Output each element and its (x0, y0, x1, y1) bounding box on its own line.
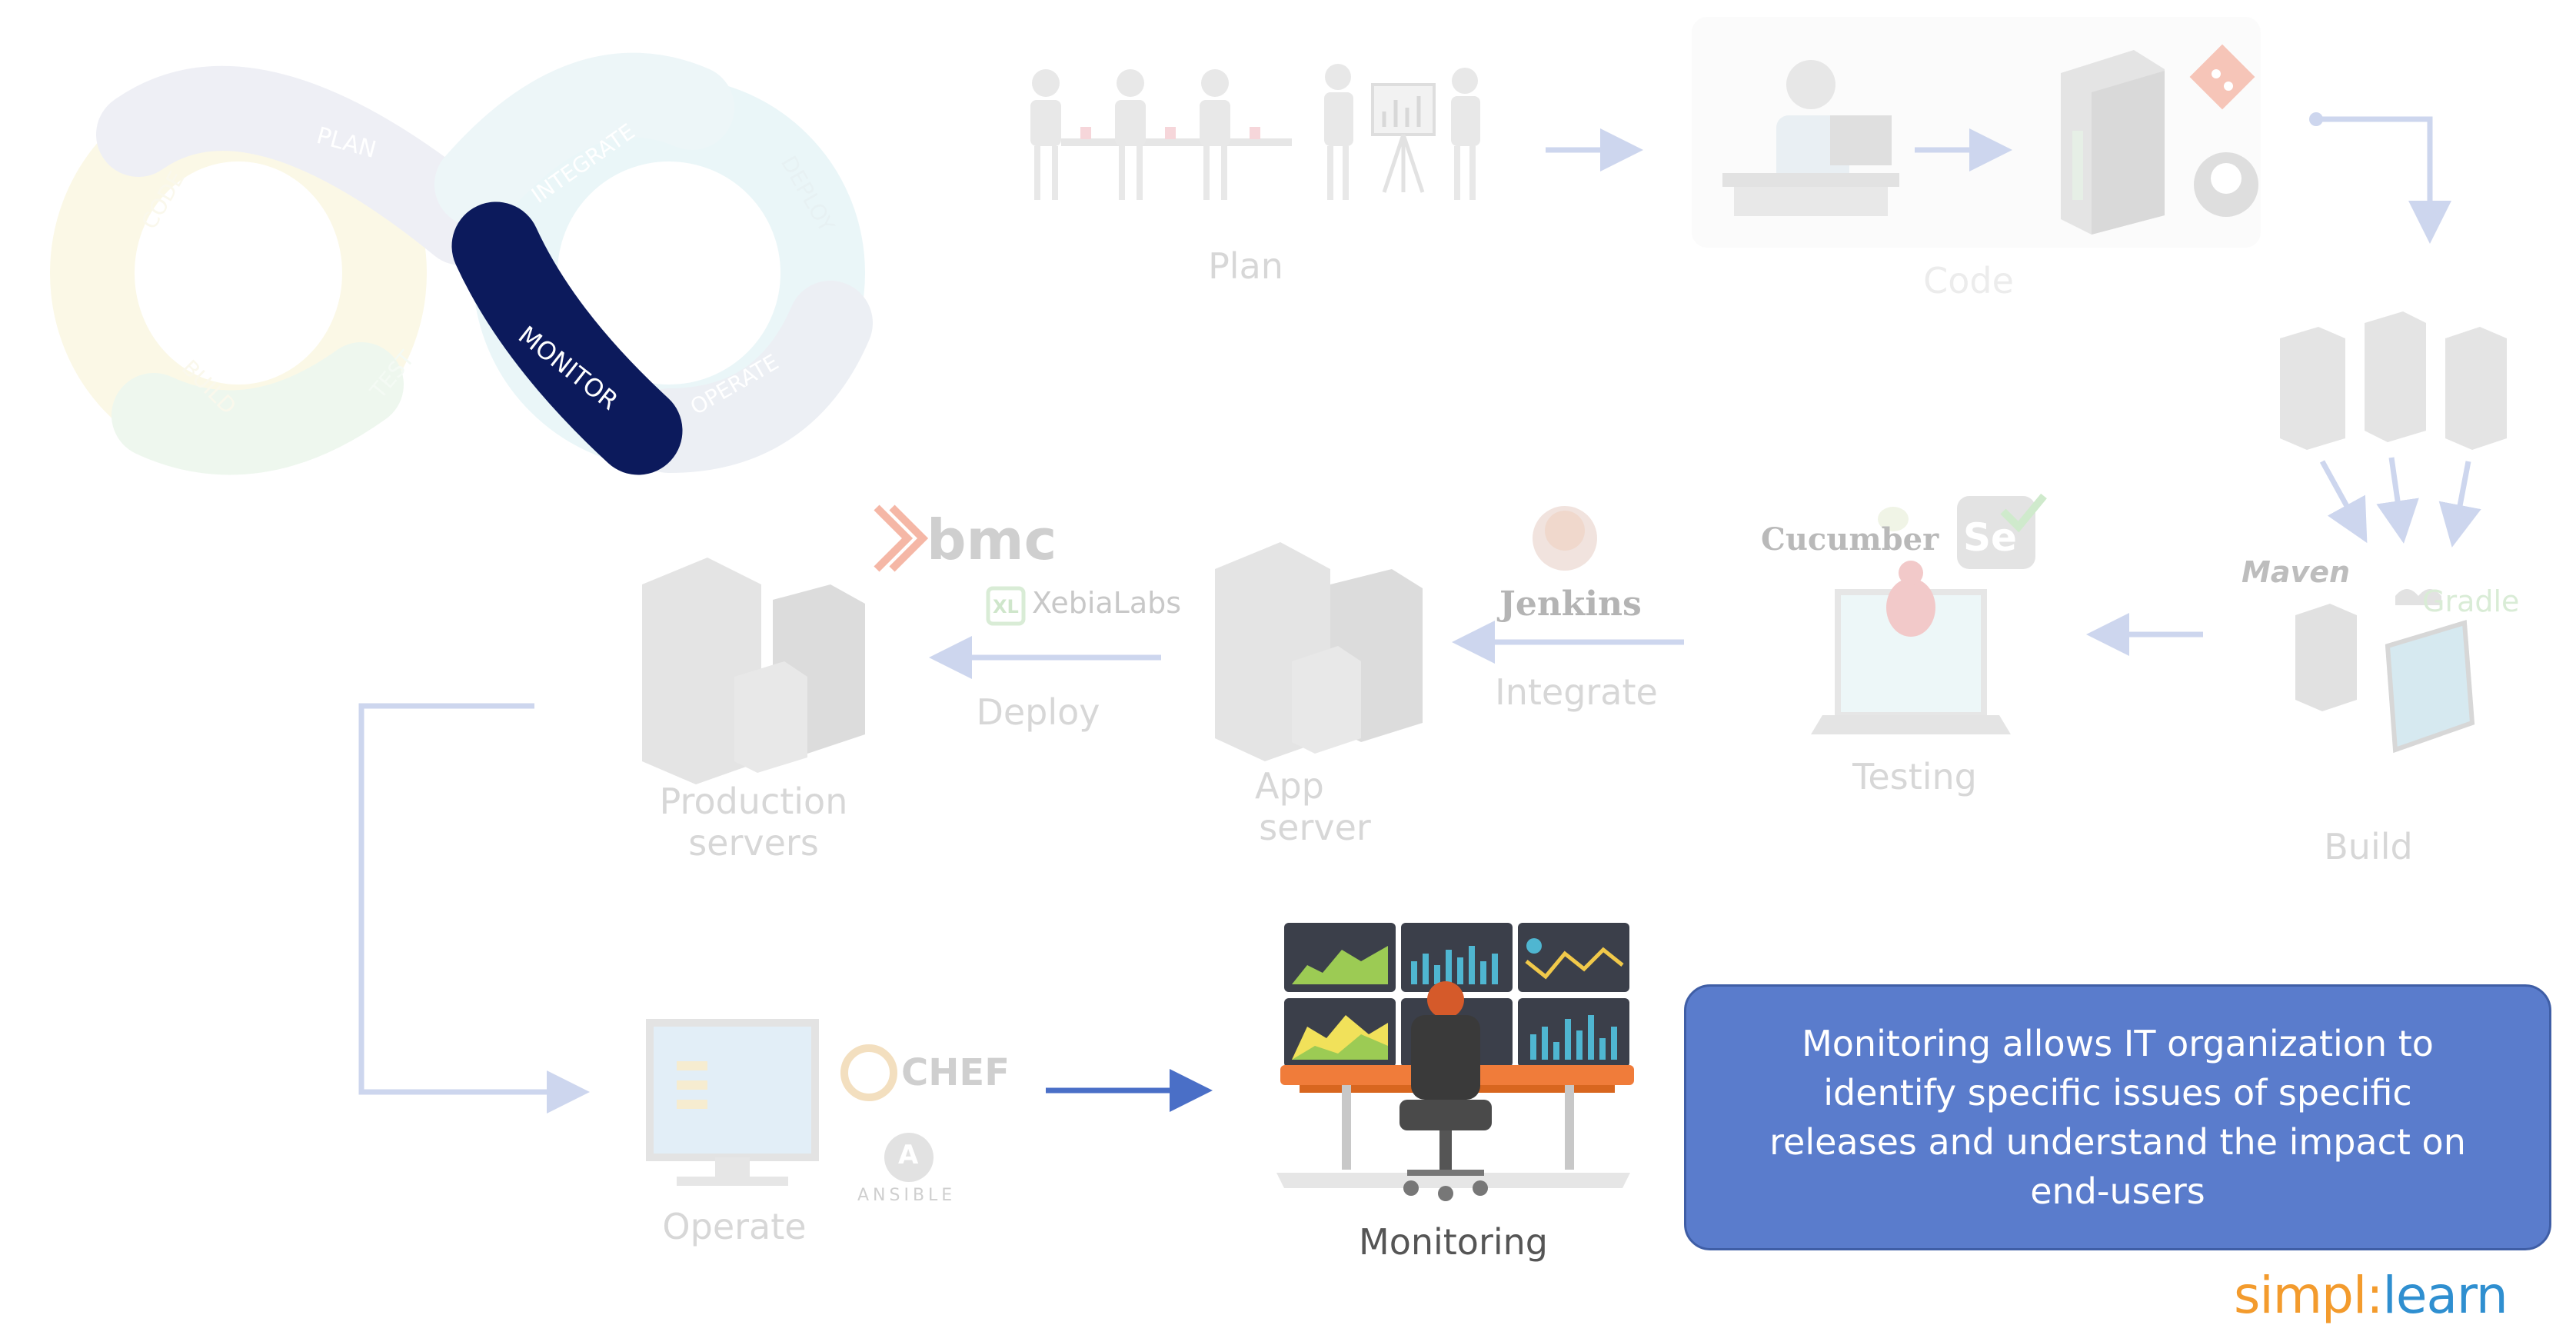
github-icon (2194, 152, 2258, 217)
stage-label-app-server: App server (1215, 765, 1415, 848)
stage-label-build: Build (2324, 826, 2413, 867)
gradle-label: Gradle (2422, 584, 2520, 618)
arrow-production-to-operate (358, 703, 590, 1114)
app-server-icon (1215, 542, 1423, 761)
ansible-label: ANSIBLE (857, 1186, 957, 1205)
stage-label-monitoring: Monitoring (1359, 1221, 1548, 1263)
stage-label-testing: Testing (1852, 756, 1977, 797)
bmc-label: bmc (927, 508, 1057, 572)
ansible-icon (884, 1133, 934, 1182)
plan-meeting-illustration (1030, 64, 1480, 200)
callout-text: Monitoring allows IT organization to ide… (1769, 1023, 2466, 1212)
jenkins-icon (1533, 506, 1597, 571)
logo-part-1: simpl (2234, 1266, 2367, 1325)
stage-label-code: Code (1923, 260, 2014, 301)
build-workstation-icon (2295, 604, 2475, 754)
cycle-segment-monitor (451, 201, 683, 475)
cycle-segment-test (111, 342, 404, 475)
selenium-label: Se (1963, 515, 2017, 560)
stage-label-app-server-line2: server (1259, 807, 1371, 848)
cycle-segment-integrate (434, 52, 734, 227)
bmc-icon (874, 504, 929, 572)
gradle-icon (2395, 589, 2441, 605)
stage-label-plan: Plan (1208, 245, 1283, 287)
chef-icon (840, 1044, 897, 1101)
ansible-mark: A (898, 1140, 919, 1170)
devops-infinity-loop: PLAN INTEGRATE DEPLOY OPERATE MONITOR TE… (50, 52, 873, 475)
jenkins-label: Jenkins (1499, 584, 1642, 624)
build-servers-icon (2280, 311, 2507, 450)
monitoring-illustration (1276, 923, 1634, 1201)
cycle-segment-operate (627, 281, 873, 473)
operate-monitor-icon (646, 1019, 819, 1186)
developer-illustration (1722, 60, 1899, 216)
cycle-segment-plan (96, 66, 504, 265)
xebialabs-mark: XL (993, 596, 1019, 618)
arrow-build-b (2376, 457, 2419, 544)
arrow-build-a (2319, 460, 2368, 544)
monitoring-callout: Monitoring allows IT organization to ide… (1684, 984, 2551, 1250)
git-icon (2189, 44, 2255, 110)
stage-label-production: Production servers (631, 781, 877, 864)
arrow-build-c (2438, 461, 2481, 548)
chef-label: CHEF (901, 1051, 1010, 1094)
stage-label-integrate: Integrate (1495, 671, 1658, 713)
maven-label: Maven (2242, 555, 2351, 589)
stage-label-production-line2: servers (688, 822, 819, 864)
simplilearn-logo: simpl:learn (2234, 1269, 2508, 1323)
stage-label-production-line1: Production (659, 781, 848, 822)
logo-part-2: learn (2382, 1266, 2508, 1325)
repo-server-icon (2061, 50, 2165, 235)
logo-separator: : (2366, 1266, 2383, 1325)
stage-label-operate: Operate (662, 1206, 807, 1247)
stage-label-app-server-line1: App (1255, 765, 1324, 807)
stage-label-deploy: Deploy (976, 691, 1100, 733)
selenium-icon (1957, 493, 2047, 569)
xebialabs-icon (986, 586, 1026, 626)
cucumber-label: Cucumber (1761, 521, 1939, 558)
production-servers-icon (642, 558, 865, 784)
xebialabs-label: XebiaLabs (1032, 586, 1182, 620)
arrow-code-to-build (2315, 116, 2451, 244)
testing-laptop-icon (1811, 561, 2011, 734)
cucumber-icon (1878, 507, 1909, 531)
